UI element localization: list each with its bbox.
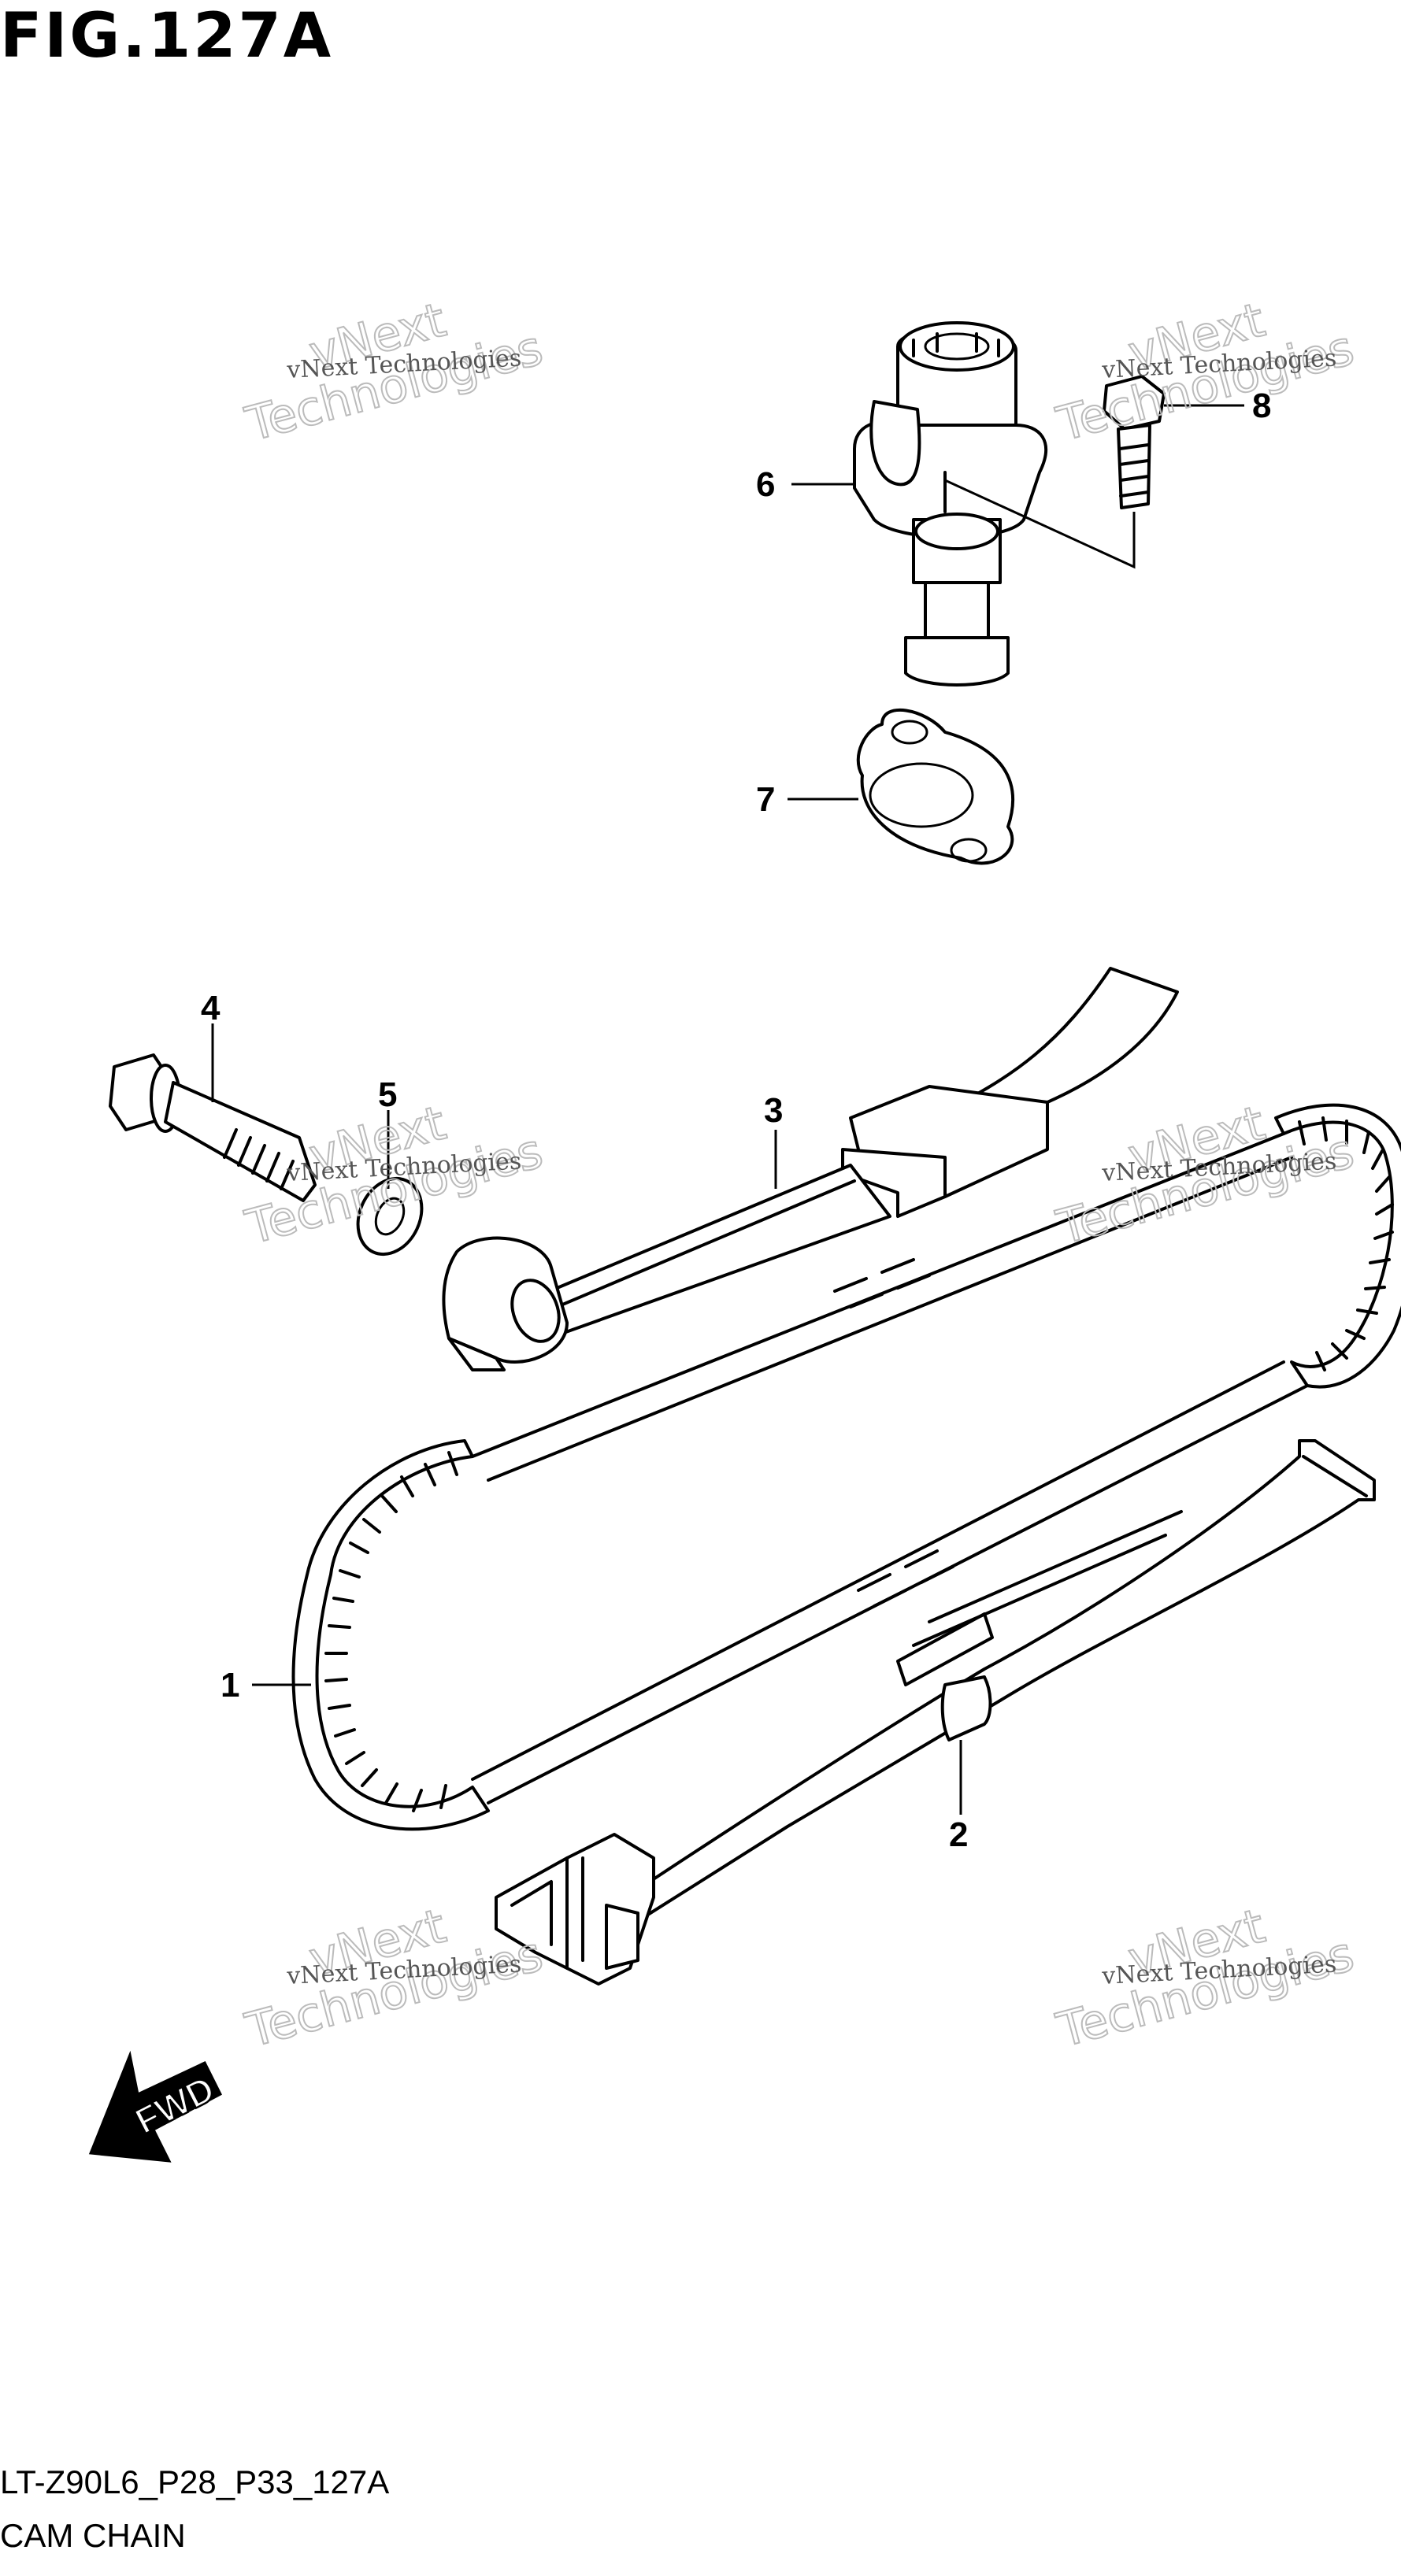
bolt-part-4: [109, 1023, 317, 1202]
chain-guide-part: [495, 1439, 1376, 1986]
callout-2: 2: [949, 1815, 968, 1854]
drawing-code: LT-Z90L6_P28_P33_127A: [0, 2463, 390, 2500]
callout-5: 5: [378, 1075, 397, 1114]
watermark-2: vNext Technologies vNext Technologies: [1051, 292, 1360, 453]
watermark-1: vNext Technologies vNext Technologies: [239, 292, 549, 453]
chain-tensioner-part: [442, 967, 1179, 1371]
callout-4: 4: [201, 989, 221, 1027]
washer-part: [356, 1110, 424, 1257]
cam-chain-part: [252, 1103, 1401, 1831]
gasket-part: [788, 708, 1015, 865]
drawing-name: CAM CHAIN: [0, 2517, 186, 2554]
callout-8: 8: [1252, 387, 1271, 425]
callout-1: 1: [221, 1666, 239, 1704]
tension-adjuster-part: [791, 321, 1136, 687]
watermark-6: vNext Technologies vNext Technologies: [1051, 1898, 1360, 2060]
forward-direction-arrow: FWD: [88, 2050, 222, 2163]
callout-6: 6: [756, 465, 775, 504]
callout-7: 7: [756, 780, 775, 819]
callout-3: 3: [764, 1091, 783, 1130]
figure-title: FIG.127A: [0, 1, 334, 72]
bolt-part-8: [1103, 375, 1244, 509]
